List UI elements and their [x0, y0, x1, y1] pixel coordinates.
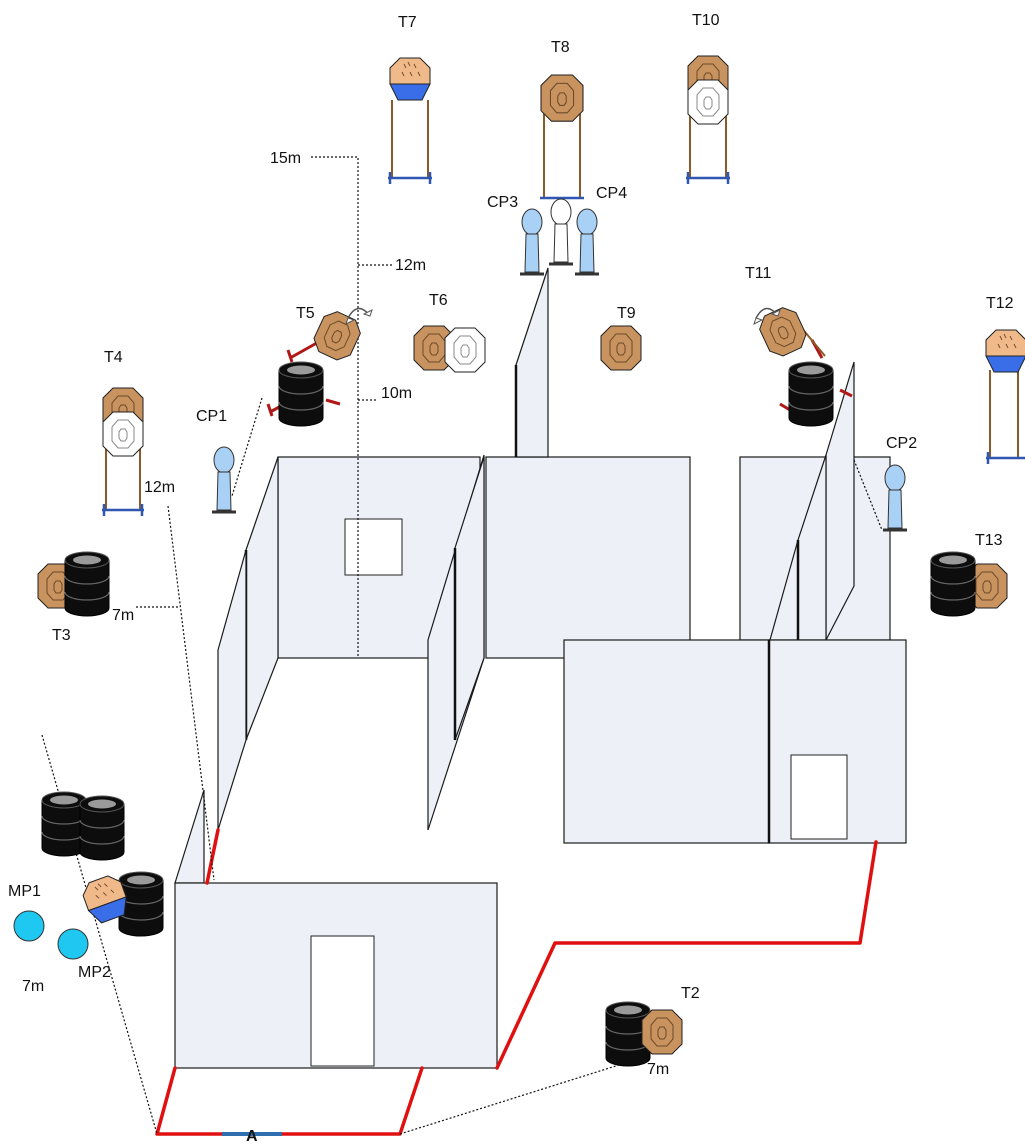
label-t11: T11	[745, 265, 771, 282]
dist-15m: 15m	[270, 150, 301, 167]
noshoot-cp2: CP2	[881, 435, 917, 532]
label-t12: T12	[986, 295, 1014, 312]
panel-left-mid	[217, 549, 247, 831]
distance-labels: 15m 12m 10m 12m 7m 7m 7m	[22, 150, 669, 1078]
label-t10: T10	[692, 12, 720, 29]
target-t6: T6	[413, 292, 486, 373]
label-cp4: CP4	[596, 185, 627, 202]
dist-12m-left: 12m	[144, 479, 175, 496]
label-cp1: CP1	[196, 408, 227, 425]
walls	[174, 267, 907, 1069]
target-t3: T3	[37, 551, 110, 644]
dist-7m-left: 7m	[112, 607, 134, 624]
label-t6: T6	[429, 292, 448, 309]
panel-left-upper	[245, 456, 279, 741]
target-t4: T4	[102, 349, 144, 516]
label-t8: T8	[551, 39, 570, 56]
divider-center	[515, 267, 549, 458]
target-t2: T2	[605, 985, 700, 1067]
target-t5: T5	[266, 305, 373, 427]
label-mp1: MP1	[8, 883, 41, 900]
target-t10: T10	[686, 12, 730, 184]
label-t9: T9	[617, 305, 636, 322]
noshoot-cp1: CP1	[196, 408, 238, 514]
panel-front-left	[174, 789, 205, 884]
label-t5: T5	[296, 305, 315, 322]
door-right	[790, 754, 848, 840]
start-position: A	[222, 1128, 282, 1144]
wall-back-middle	[485, 456, 691, 659]
target-t9: T9	[600, 305, 642, 371]
target-t8: T8	[540, 39, 584, 200]
wall-front-right-a	[563, 639, 770, 844]
poppers-mp: MP1 MP2	[8, 871, 164, 981]
barrels-left	[41, 791, 125, 861]
dist-10m: 10m	[381, 385, 412, 402]
start-label: A	[246, 1128, 258, 1144]
dist-12m-top: 12m	[395, 257, 426, 274]
label-t2: T2	[681, 985, 700, 1002]
target-t13: T13	[930, 532, 1008, 617]
label-t7: T7	[398, 14, 417, 31]
label-t3: T3	[52, 627, 71, 644]
label-cp2: CP2	[886, 435, 917, 452]
dist-7m-t2: 7m	[647, 1061, 669, 1078]
target-t11: T11	[745, 265, 853, 427]
door-front	[310, 935, 375, 1067]
target-t12: T12	[985, 295, 1025, 464]
noshoot-cp3-cp4: CP3 CP4	[487, 185, 627, 276]
label-cp3: CP3	[487, 194, 518, 211]
dist-7m-mp: 7m	[22, 978, 44, 995]
label-t4: T4	[104, 349, 123, 366]
label-t13: T13	[975, 532, 1003, 549]
label-mp2: MP2	[78, 964, 111, 981]
target-t7: T7	[388, 14, 432, 184]
wall-window	[344, 518, 403, 576]
